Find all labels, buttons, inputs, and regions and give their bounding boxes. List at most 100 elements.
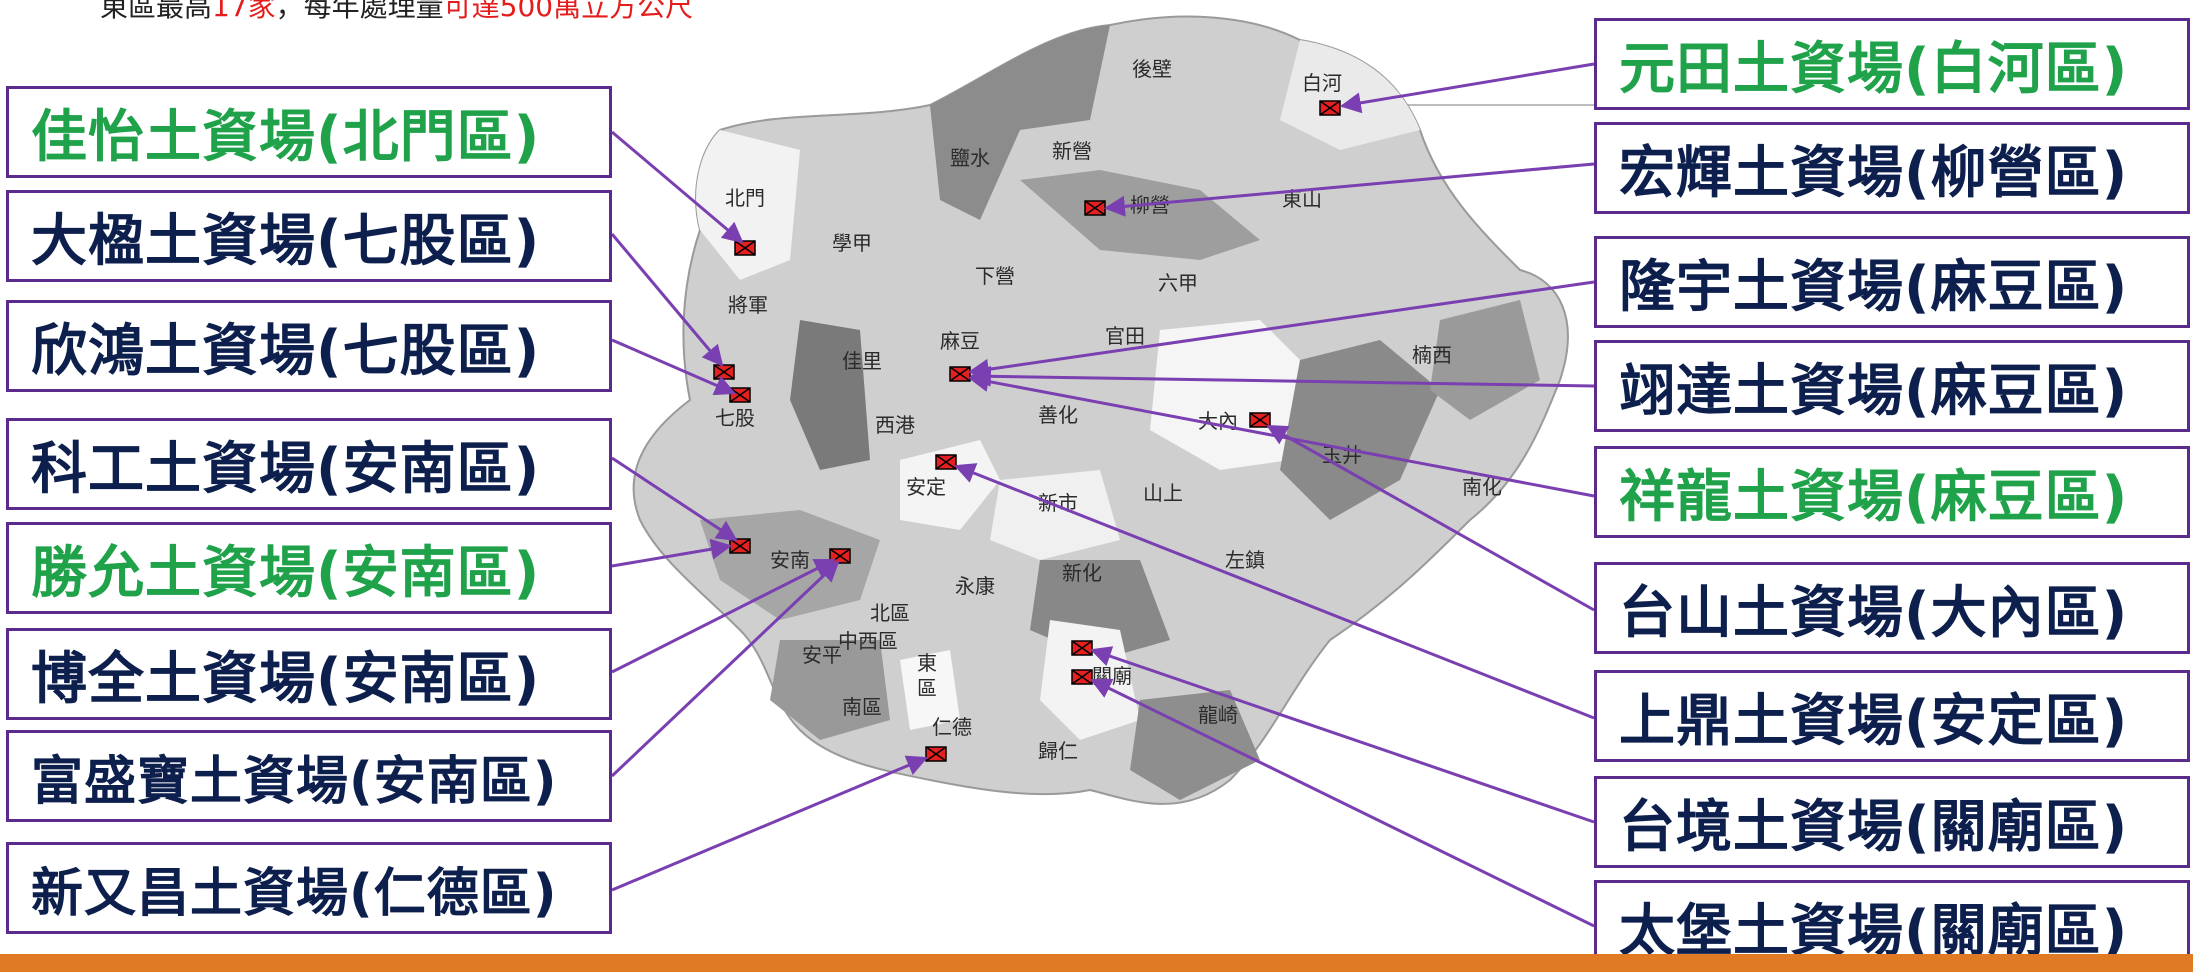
arrow-taijing-guanmiao: [1090, 646, 1595, 824]
site-label-yuantian-baihe[interactable]: 元田土資場(白河區): [1594, 18, 2190, 110]
site-label-shangding-anding[interactable]: 上鼎土資場(安定區): [1594, 670, 2190, 762]
site-marker-danei[interactable]: [1249, 412, 1271, 428]
connector-arrows: [610, 62, 1595, 928]
district-label: 西港: [875, 413, 915, 437]
site-label-taishan-danei[interactable]: 台山土資場(大內區): [1594, 562, 2190, 654]
site-label-text: 祥龍土資場(麻豆區): [1619, 464, 2129, 530]
site-marker-qigu-2[interactable]: [729, 387, 751, 403]
arrow-yida-madou: [969, 365, 1595, 388]
site-label-longyu-madou[interactable]: 隆宇土資場(麻豆區): [1594, 236, 2190, 328]
district-label: 鹽水: [950, 146, 990, 170]
site-marker-beimen[interactable]: [734, 240, 756, 256]
district-region-dark: [1430, 300, 1540, 420]
site-marker-anding[interactable]: [935, 454, 957, 470]
district-region-dark: [930, 25, 1110, 220]
site-label-text: 新又昌土資場(仁德區): [31, 863, 558, 924]
district-label: 北門: [725, 186, 765, 210]
district-label: 官田: [1105, 324, 1145, 348]
arrow-taibao-guanmiao: [1090, 678, 1595, 928]
summary-mid: ，每年處理量: [275, 0, 444, 22]
site-label-xianglong-madou[interactable]: 祥龍土資場(麻豆區): [1594, 446, 2190, 538]
district-label: 新化: [1062, 561, 1102, 585]
district-label: 將軍: [728, 293, 768, 317]
district-label: 安定: [906, 475, 946, 499]
district-region-light: [900, 650, 960, 730]
district-region-mid: [770, 640, 890, 740]
district-label: 南化: [1462, 475, 1502, 499]
arrow-kegong-annan: [611, 456, 738, 542]
district-region-dark: [1130, 690, 1260, 800]
summary-count: 17家: [212, 0, 276, 22]
arrow-daying-qigu: [610, 233, 724, 367]
district-labels: 後壁白河鹽水新營北門柳營東山學甲下營六甲將軍官田麻豆楠西佳里七股西港善化大內玉井…: [715, 57, 1502, 763]
site-marker-rende[interactable]: [925, 746, 947, 762]
site-label-text: 上鼎土資場(安定區): [1619, 688, 2129, 754]
site-label-text: 太堡土資場(關廟區): [1619, 898, 2129, 964]
district-label: 仁德: [932, 715, 972, 739]
site-label-xinhong-qigu[interactable]: 欣鴻土資場(七股區): [6, 300, 612, 392]
district-region-dark: [790, 320, 870, 470]
site-label-text: 台山土資場(大內區): [1619, 580, 2129, 646]
district-region-dark: [1280, 340, 1440, 520]
site-marker-madou[interactable]: [949, 366, 971, 382]
district-label: 六甲: [1158, 271, 1198, 295]
district-label: 安南: [770, 548, 810, 572]
site-marker-annan-1[interactable]: [729, 538, 751, 554]
site-label-text: 台境土資場(關廟區): [1619, 794, 2129, 860]
map-outline: [632, 15, 1569, 805]
site-label-jiayi-beimen[interactable]: 佳怡土資場(北門區): [6, 86, 612, 178]
district-label: 佳里: [842, 349, 882, 373]
divider-line: [1340, 104, 1600, 106]
arrow-shengyun-annan: [611, 538, 733, 568]
arrow-shangding-anding: [954, 463, 1595, 720]
district-label: 新營: [1052, 139, 1092, 163]
site-marker-baihe[interactable]: [1319, 100, 1341, 116]
district-label: 龍崎: [1198, 703, 1238, 727]
site-label-text: 宏輝土資場(柳營區): [1619, 140, 2129, 206]
district-label: 中西區: [838, 629, 898, 653]
site-label-taijing-guanmiao[interactable]: 台境土資場(關廟區): [1594, 776, 2190, 868]
summary-prefix: 東區最高: [100, 0, 213, 22]
district-label: 麻豆: [940, 329, 980, 353]
site-label-honghui-liuying[interactable]: 宏輝土資場(柳營區): [1594, 122, 2190, 214]
arrow-xinhong-qigu: [611, 338, 736, 396]
arrow-longyu-madou: [967, 280, 1595, 380]
district-label: 白河: [1302, 71, 1342, 95]
footer-bar: [0, 954, 2193, 972]
arrow-fushengbao-annan: [610, 560, 840, 778]
site-label-text: 大楹土資場(七股區): [31, 208, 541, 274]
site-marker-guanmiao-1[interactable]: [1071, 640, 1093, 656]
district-label: 北區: [870, 601, 910, 625]
site-marker-qigu-1[interactable]: [713, 364, 735, 380]
district-label: 東: [917, 651, 937, 675]
site-label-text: 博全土資場(安南區): [31, 646, 541, 712]
site-label-fushengbao-annan[interactable]: 富盛寶土資場(安南區): [6, 730, 612, 822]
district-label: 左鎮: [1225, 548, 1265, 572]
site-label-boquan-annan[interactable]: 博全土資場(安南區): [6, 628, 612, 720]
site-label-shengyun-annan[interactable]: 勝允土資場(安南區): [6, 522, 612, 614]
arrow-taishan-danei: [1266, 424, 1595, 612]
district-label: 安平: [802, 643, 842, 667]
district-label: 山上: [1143, 481, 1183, 505]
summary-capacity: 可達500萬立方公尺: [443, 0, 694, 22]
district-label: 下營: [975, 264, 1015, 288]
site-label-text: 隆宇土資場(麻豆區): [1619, 254, 2129, 320]
district-region-light: [900, 440, 1000, 530]
site-label-text: 元田土資場(白河區): [1619, 36, 2129, 102]
district-region-mid: [700, 510, 880, 620]
site-label-xinyouchang-rende[interactable]: 新又昌土資場(仁德區): [6, 842, 612, 934]
site-label-kegong-annan[interactable]: 科工土資場(安南區): [6, 418, 612, 510]
district-label: 南區: [842, 695, 882, 719]
site-marker-liuying[interactable]: [1084, 200, 1106, 216]
arrow-honghui-liuying: [1103, 162, 1595, 217]
arrow-xinyouchang-rende: [611, 755, 928, 892]
site-marker-guanmiao-2[interactable]: [1071, 669, 1093, 685]
site-label-yida-madou[interactable]: 翊達土資場(麻豆區): [1594, 340, 2190, 432]
summary-line: 東區最高17家，每年處理量可達500萬立方公尺: [100, 0, 900, 22]
arrow-jiayi-beimen: [611, 130, 744, 244]
site-label-text: 富盛寶土資場(安南區): [31, 751, 558, 812]
district-label: 永康: [955, 574, 995, 598]
site-label-daying-qigu[interactable]: 大楹土資場(七股區): [6, 190, 612, 282]
